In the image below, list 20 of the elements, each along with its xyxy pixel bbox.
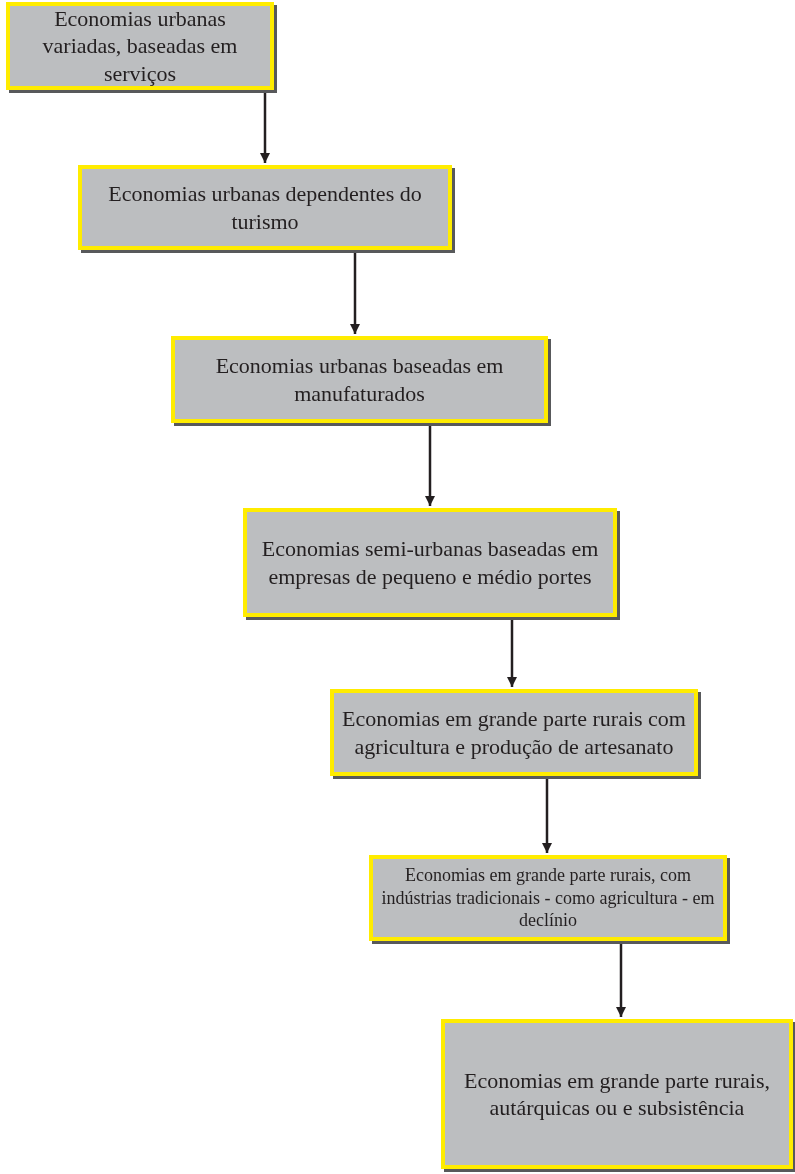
- arrow: [507, 619, 517, 687]
- box-text: Economias semi-urbanas baseadas em empresas de pequeno e médio portes: [260, 535, 600, 590]
- box-text: Economias em grande parte rurais, autárquicas ou e subsistência: [462, 1066, 771, 1122]
- process-box: [78, 165, 452, 250]
- box-text: Economias urbanas variadas, baseadas em serviços: [41, 4, 239, 88]
- arrow: [542, 778, 552, 853]
- arrow: [350, 252, 360, 334]
- arrow: [260, 92, 270, 163]
- box-text: Economias urbanas dependentes do turismo: [107, 180, 423, 235]
- arrow: [616, 943, 626, 1017]
- process-box: [441, 1019, 793, 1169]
- process-box: [243, 508, 617, 617]
- box-text: Economias urbanas baseadas em manufaturados: [214, 352, 505, 407]
- arrow: [425, 425, 435, 506]
- process-box: [330, 689, 698, 776]
- process-box: [369, 855, 727, 941]
- process-box: [6, 2, 274, 90]
- box-text: Economias em grande parte rurais, com indústrias tradicionais - como agricultura - em declínio: [381, 864, 715, 932]
- box-text: Economias em grande parte rurais com agricultura e produção de artesanato: [342, 705, 686, 760]
- process-box: [171, 336, 548, 423]
